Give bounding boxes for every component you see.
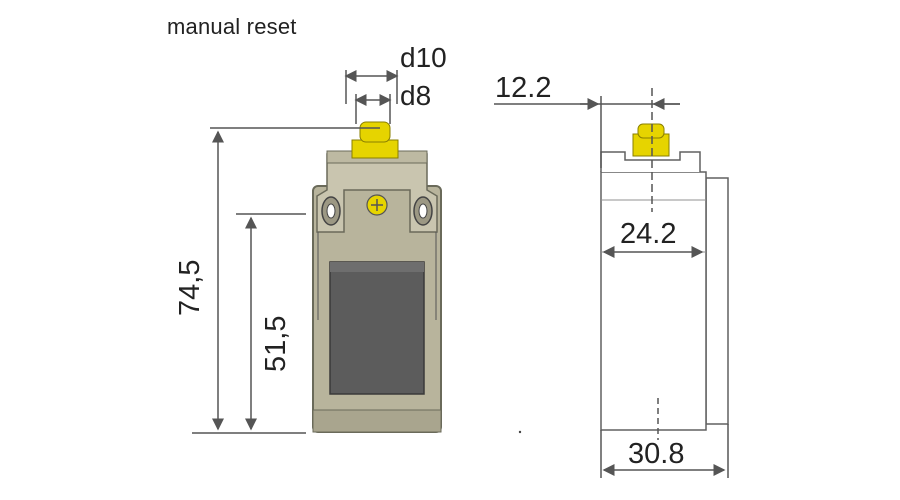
- drawing-caption: manual reset: [167, 14, 297, 39]
- dimension-d8: d8: [400, 80, 432, 111]
- mounting-hole-right: [413, 196, 433, 226]
- housing-base: [312, 409, 442, 433]
- dimension-height-total: 74,5: [174, 259, 206, 316]
- dimension-width-inner: 24.2: [620, 218, 677, 250]
- actuator-base: [351, 139, 399, 159]
- dimension-height-mount: 51,5: [260, 315, 292, 372]
- side-plate: [705, 177, 729, 425]
- actuator-plunger: [359, 121, 391, 143]
- side-body: [600, 171, 707, 431]
- dimension-width-total: 30.8: [628, 438, 685, 470]
- housing-window: [329, 261, 425, 395]
- dimension-d10: d10: [400, 42, 447, 73]
- side-view: [600, 123, 729, 431]
- front-dimensions: [192, 70, 399, 434]
- side-dimensions: [494, 88, 729, 478]
- dimension-offset: 12.2: [495, 72, 552, 104]
- switch-cap: [316, 153, 438, 233]
- front-view: [312, 121, 442, 433]
- mounting-hole-left: [321, 196, 341, 226]
